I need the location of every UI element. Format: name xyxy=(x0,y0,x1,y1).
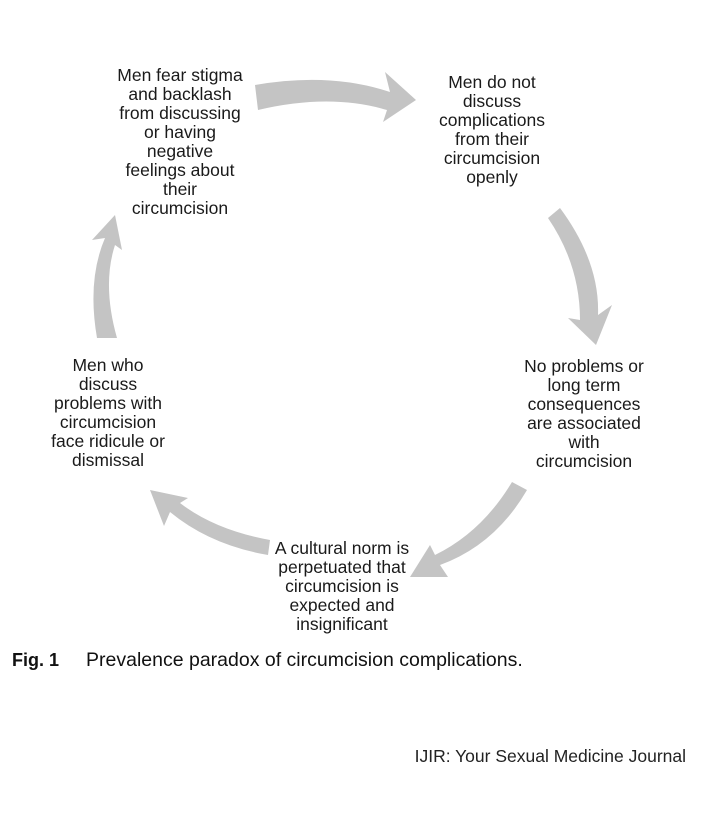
node-line: Men fear stigma xyxy=(117,65,243,85)
figure-caption: Prevalence paradox of circumcision compl… xyxy=(86,649,523,671)
node-line: insignificant xyxy=(296,614,388,634)
node-line: from their xyxy=(455,129,529,149)
figure-label: Fig. 1 xyxy=(12,650,60,670)
node-line: long term xyxy=(548,375,621,395)
node-line: or having xyxy=(144,122,216,142)
node-line: dismissal xyxy=(72,450,144,470)
node-line: feelings about xyxy=(126,160,235,180)
node-line: expected and xyxy=(289,595,394,615)
node-line: circumcision xyxy=(536,451,632,471)
node-line: consequences xyxy=(528,394,641,414)
node-line: openly xyxy=(466,167,518,187)
node-line: complications xyxy=(439,110,545,130)
node-line: are associated xyxy=(527,413,641,433)
node-line: Men do not xyxy=(448,72,536,92)
node-line: face ridicule or xyxy=(51,431,165,451)
cycle-arrows xyxy=(92,72,612,577)
node-line: Men who xyxy=(72,355,143,375)
node-line: from discussing xyxy=(119,103,241,123)
arrow-left xyxy=(92,215,122,338)
arrow-bottom-right xyxy=(410,482,527,577)
node-line: discuss xyxy=(463,91,522,111)
arrow-top xyxy=(255,72,416,122)
node-line: problems with xyxy=(54,393,162,413)
node-line: and backlash xyxy=(128,84,231,104)
journal-name: IJIR: Your Sexual Medicine Journal xyxy=(414,746,686,766)
arrow-bottom-left xyxy=(150,490,270,555)
node-line: circumcision is xyxy=(285,576,399,596)
node-line: circumcision xyxy=(444,148,540,168)
node-line: circumcision xyxy=(60,412,156,432)
node-line: No problems or xyxy=(524,356,644,376)
node-line: A cultural norm is xyxy=(275,538,409,558)
node-line: discuss xyxy=(79,374,138,394)
node-line: their xyxy=(163,179,197,199)
node-line: negative xyxy=(147,141,213,161)
arrow-right xyxy=(548,208,612,345)
node-line: with xyxy=(567,432,599,452)
node-line: circumcision xyxy=(132,198,228,218)
node-line: perpetuated that xyxy=(278,557,406,577)
